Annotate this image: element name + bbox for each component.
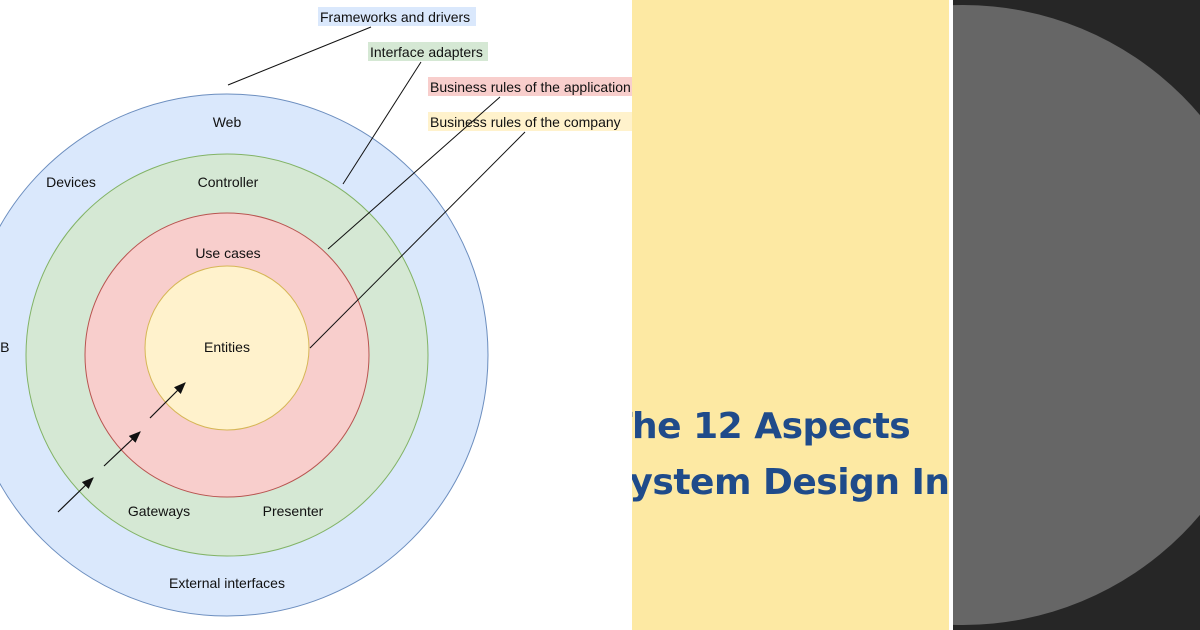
external-interfaces-label: External interfaces (169, 575, 285, 591)
frameworks-callout-text: Frameworks and drivers (320, 9, 470, 25)
devices-label: Devices (46, 174, 96, 190)
banner-title-line-1: The 12 Aspects (632, 406, 911, 447)
banner-panel: The 12 Aspects System Design Interview (632, 0, 949, 630)
dependency-arrow-outer (57, 477, 94, 513)
side-panel (953, 0, 1200, 630)
web-label: Web (213, 114, 242, 130)
company-leader-line (309, 131, 526, 349)
frameworks-leader-line (227, 26, 372, 86)
use-cases-label: Use cases (195, 245, 260, 261)
application-callout-text: Business rules of the application (430, 79, 631, 95)
gateways-label: Gateways (128, 503, 190, 519)
dependency-arrow-inner (149, 382, 186, 419)
db-label: DB (0, 339, 9, 355)
decorative-disc (953, 5, 1200, 625)
presenter-label: Presenter (263, 503, 324, 519)
adapters-leader-line (342, 61, 422, 185)
adapters-callout-text: Interface adapters (370, 44, 483, 60)
application-callout-bg (428, 77, 632, 96)
adapters-callout-bg (368, 42, 488, 61)
controller-label: Controller (198, 174, 259, 190)
frameworks-callout-bg (318, 7, 476, 26)
entities-label: Entities (204, 339, 250, 355)
diagram-svg: Frameworks and drivers Interface adapter… (0, 7, 632, 617)
clean-architecture-diagram: Frameworks and drivers Interface adapter… (0, 7, 632, 617)
entities-layer-circle (144, 265, 310, 431)
company-callout-text: Business rules of the company (430, 114, 621, 130)
application-leader-line (327, 96, 501, 250)
banner-title-line-2: System Design Interview (632, 462, 949, 503)
dependency-arrow-middle (103, 431, 141, 467)
company-callout-bg (428, 112, 632, 131)
